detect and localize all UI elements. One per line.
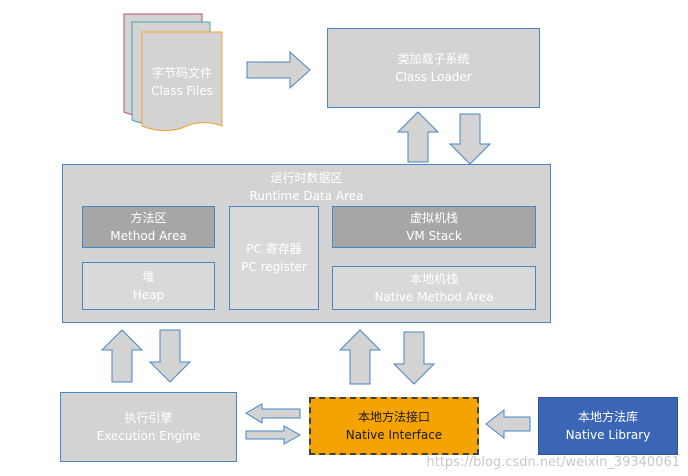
method-area-label-en: Method Area: [110, 229, 187, 243]
native-library-label-cn: 本地方法库: [577, 410, 638, 424]
arrow-down-runtime-to-native-if: [392, 331, 436, 385]
heap-label-cn: 堆: [142, 270, 155, 284]
native-library-box: 本地方法库 Native Library: [538, 397, 678, 455]
execution-engine-box: 执行引擎 Execution Engine: [60, 392, 237, 462]
watermark-text: https://blog.csdn.net/weixin_39340061: [426, 455, 680, 470]
class-files-label-en: Class Files: [151, 84, 213, 98]
method-area-box: 方法区 Method Area: [82, 206, 215, 248]
pc-register-label-cn: PC 寄存器: [246, 242, 302, 256]
arrow-up-runtime-to-loader: [396, 111, 440, 163]
pc-register-label-en: PC register: [241, 260, 307, 274]
arrow-left-library-to-native-if: [485, 408, 531, 440]
vm-stack-box: 虚拟机栈 VM Stack: [332, 206, 536, 248]
heap-box: 堆 Heap: [82, 262, 215, 310]
class-files-label-cn: 字节码文件: [151, 66, 212, 80]
heap-label-en: Heap: [132, 288, 165, 302]
class-loader-label-cn: 类加载子系统: [397, 52, 470, 66]
class-loader-box: 类加载子系统 Class Loader: [327, 28, 540, 108]
arrow-up-native-if-to-runtime: [338, 329, 382, 385]
native-interface-label-cn: 本地方法接口: [357, 410, 430, 424]
class-files-label: 字节码文件 Class Files: [142, 60, 222, 104]
arrow-down-loader-to-runtime: [448, 113, 492, 165]
vm-stack-label-en: VM Stack: [406, 229, 462, 243]
native-method-area-label-en: Native Method Area: [374, 290, 494, 304]
arrow-right-classfiles-to-loader: [246, 50, 311, 90]
vm-stack-label-cn: 虚拟机栈: [409, 211, 458, 225]
native-interface-label-en: Native Interface: [345, 428, 443, 442]
native-method-area-box: 本地机栈 Native Method Area: [332, 266, 536, 310]
arrow-up-engine-to-runtime: [100, 329, 144, 383]
runtime-area-label-cn: 运行时数据区: [270, 171, 343, 185]
native-method-area-label-cn: 本地机栈: [409, 272, 458, 286]
class-files-stack: [123, 13, 223, 132]
arrow-down-runtime-to-engine: [148, 329, 192, 383]
execution-engine-label-en: Execution Engine: [96, 429, 201, 443]
native-interface-box: 本地方法接口 Native Interface: [309, 397, 479, 455]
arrow-right-engine-to-native-if: [245, 425, 302, 445]
pc-register-box: PC 寄存器 PC register: [229, 206, 319, 310]
runtime-area-label-en: Runtime Data Area: [249, 189, 364, 203]
native-library-label-en: Native Library: [565, 428, 651, 442]
arrow-left-native-if-to-engine: [245, 403, 301, 424]
method-area-label-cn: 方法区: [130, 211, 167, 225]
execution-engine-label-cn: 执行引擎: [124, 411, 173, 425]
class-loader-label-en: Class Loader: [395, 70, 472, 84]
